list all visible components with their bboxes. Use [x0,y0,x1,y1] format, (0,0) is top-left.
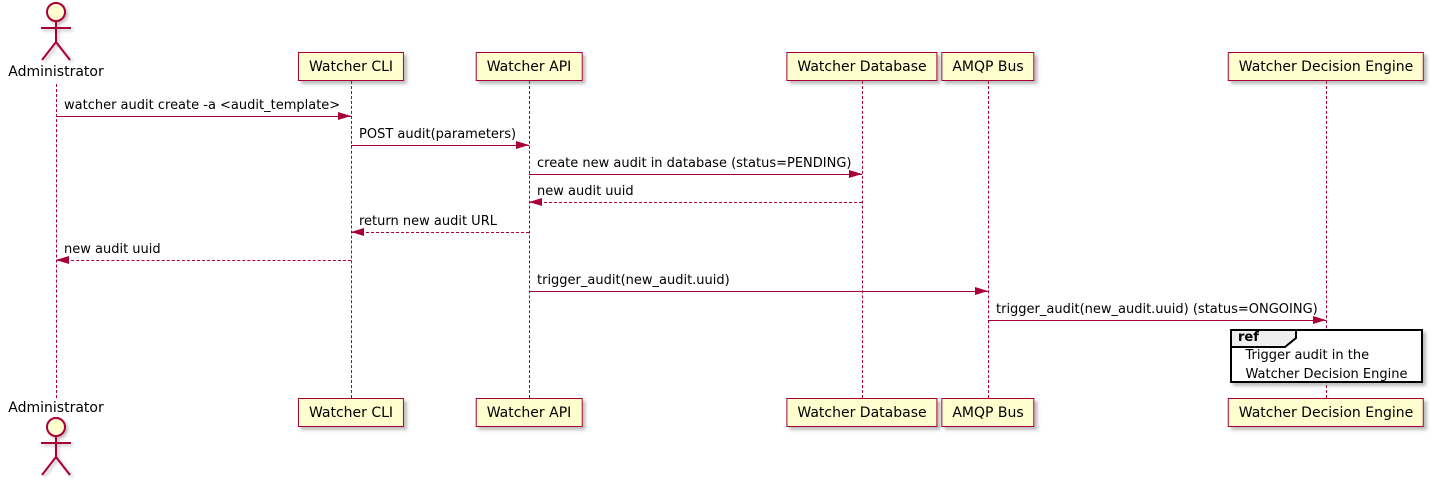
lifeline-watcher-database [862,81,863,398]
message-label-5: return new audit URL [359,214,497,229]
actor-label-administrator: Administrator [8,64,104,80]
message-arrowhead-5 [351,228,364,236]
ref-text-line: Trigger audit in the [1245,348,1370,363]
participant-box-watcher-database: Watcher Database [786,52,938,81]
participant-box-watcher-cli: Watcher CLI [297,52,405,81]
message-label-2: POST audit(parameters) [359,127,517,142]
ref-fragment: ref Trigger audit in the Watcher Decisio… [1230,329,1423,383]
message-arrowhead-8 [1313,316,1326,324]
message-arrowhead-3 [849,170,862,178]
ref-body: Trigger audit in the Watcher Decision En… [1232,348,1421,382]
message-label-4: new audit uuid [537,184,634,199]
participant-box-amqp-bus: AMQP Bus [941,52,1035,81]
message-arrowhead-7 [975,287,988,295]
message-line-2 [351,145,529,146]
message-line-7 [529,291,988,292]
ref-text-line: Watcher Decision Engine [1245,367,1408,382]
message-label-7: trigger_audit(new_audit.uuid) [537,273,730,288]
participant-box-watcher-cli-bottom: Watcher CLI [297,398,405,427]
message-label-1: watcher audit create -a <audit_template> [64,98,341,113]
message-label-3: create new audit in database (status=PEN… [537,156,852,171]
participant-box-amqp-bus-bottom: AMQP Bus [941,398,1035,427]
message-label-6: new audit uuid [64,242,161,257]
message-line-1 [56,116,351,117]
participant-box-watcher-api-bottom: Watcher API [475,398,583,427]
message-line-4 [529,202,862,203]
lifeline-watcher-api [529,81,530,398]
ref-tab: ref [1230,329,1298,348]
message-line-3 [529,174,862,175]
message-line-5 [351,232,529,233]
actor-figure-administrator [34,1,78,67]
ref-tag-label: ref [1238,330,1259,345]
message-arrowhead-6 [56,256,69,264]
actor-label-administrator-bottom: Administrator [8,400,104,416]
message-line-6 [56,260,351,261]
message-label-8: trigger_audit(new_audit.uuid) (status=ON… [996,302,1318,317]
participant-box-watcher-decision-engine-bottom: Watcher Decision Engine [1227,398,1425,427]
message-line-8 [988,320,1326,321]
lifeline-administrator [56,84,57,398]
message-arrowhead-2 [516,141,529,149]
participant-box-watcher-api: Watcher API [475,52,583,81]
ref-tab-shape [1230,329,1297,348]
lifeline-amqp-bus [988,81,989,398]
message-arrowhead-4 [529,198,542,206]
message-arrowhead-1 [338,112,351,120]
actor-figure-administrator-bottom [34,416,78,482]
lifeline-watcher-decision-engine [1326,81,1327,398]
lifeline-watcher-cli [351,81,352,398]
participant-box-watcher-decision-engine: Watcher Decision Engine [1227,52,1425,81]
participant-box-watcher-database-bottom: Watcher Database [786,398,938,427]
